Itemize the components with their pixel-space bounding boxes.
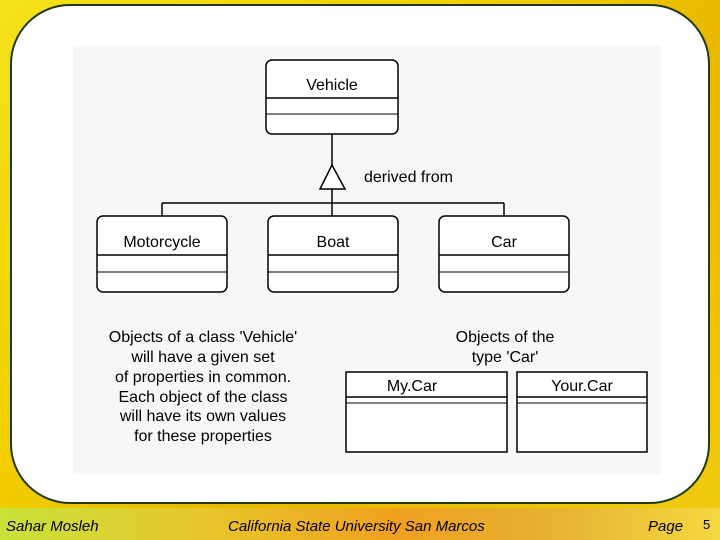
instances-caption: Objects of the type 'Car' bbox=[456, 329, 555, 366]
class-box-car: Car bbox=[438, 215, 570, 293]
footer-bar bbox=[0, 508, 720, 540]
footer-page-number: 5 bbox=[703, 517, 711, 532]
object-box-mycar: My.Car bbox=[345, 371, 508, 453]
class-box-boat: Boat bbox=[267, 215, 399, 293]
footer-institution: California State University San Marcos bbox=[228, 518, 485, 535]
class-name-vehicle: Vehicle bbox=[306, 77, 358, 94]
class-name-car: Car bbox=[491, 234, 517, 251]
explanation-text: Objects of a class 'Vehicle' will have a… bbox=[109, 329, 297, 445]
explanation-line: will have its own values bbox=[119, 408, 286, 425]
inheritance-label: derived from bbox=[364, 169, 453, 186]
explanation-line: Objects of a class 'Vehicle' bbox=[109, 329, 297, 346]
class-name-boat: Boat bbox=[317, 234, 350, 251]
footer-page-label: Page bbox=[648, 518, 684, 535]
class-box-motorcycle: Motorcycle bbox=[96, 215, 228, 293]
explanation-line: of properties in common. bbox=[115, 369, 291, 386]
inheritance-connector bbox=[161, 134, 505, 216]
instances-caption-line: Objects of the bbox=[456, 329, 555, 346]
instances-caption-line: type 'Car' bbox=[472, 349, 539, 366]
object-name-yourcar: Your.Car bbox=[551, 378, 613, 395]
class-name-motorcycle: Motorcycle bbox=[123, 234, 200, 251]
explanation-line: Each object of the class bbox=[119, 389, 288, 406]
object-name-mycar: My.Car bbox=[387, 378, 438, 395]
explanation-line: for these properties bbox=[134, 428, 272, 445]
explanation-line: will have a given set bbox=[130, 349, 275, 366]
footer-author: Sahar Mosleh bbox=[6, 518, 99, 535]
class-box-vehicle: Vehicle bbox=[265, 59, 399, 135]
object-box-yourcar: Your.Car bbox=[516, 371, 648, 453]
